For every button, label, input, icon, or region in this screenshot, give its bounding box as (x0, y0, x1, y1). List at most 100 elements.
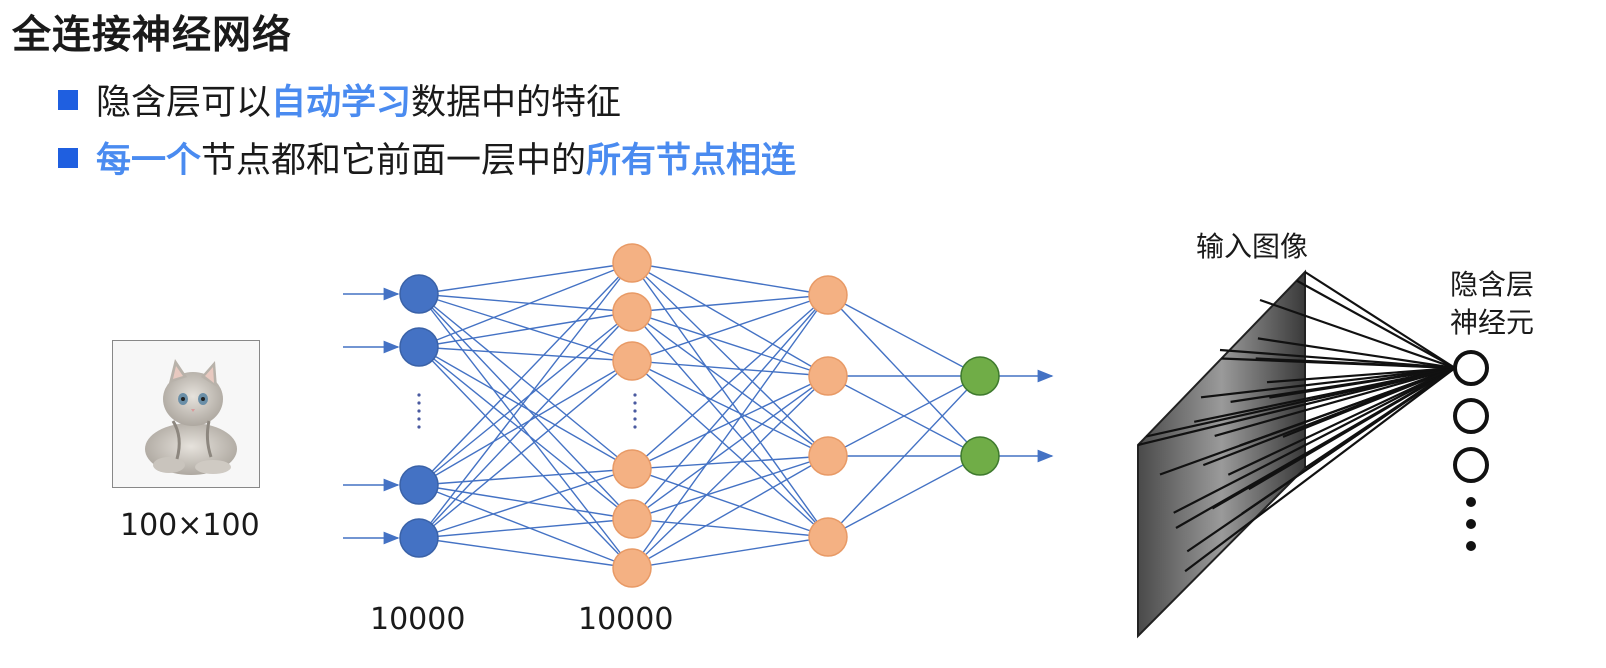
connection-edge (418, 346, 633, 569)
connection-edge (631, 294, 829, 313)
connection-edge (631, 311, 829, 457)
output-node (960, 436, 1000, 476)
bullet-point-2: 每一个节点都和它前面一层中的所有节点相连 (58, 132, 796, 183)
connection-edge (418, 293, 633, 470)
vertical-ellipsis-dot (633, 401, 637, 405)
image-pixel-edge (1257, 337, 1456, 370)
connection-edge (418, 262, 633, 539)
bullet-point-1: 隐含层可以自动学习数据中的特征 (58, 74, 621, 125)
vertical-ellipsis-dot (633, 417, 637, 421)
connection-edge (418, 346, 633, 520)
image-pixel-edge (1266, 366, 1456, 384)
network-nodes (399, 243, 1000, 588)
hidden1-node (612, 548, 652, 588)
image-pixel-edge (1259, 298, 1456, 370)
input-node (399, 327, 439, 367)
connection-edge (827, 375, 981, 457)
hidden1-node (612, 499, 652, 539)
ellipsis-dot (1466, 519, 1476, 529)
image-pixel-edge (1137, 366, 1456, 447)
image-pixel-edge (1193, 366, 1456, 423)
network-edges (418, 262, 981, 569)
bullet-square-icon (58, 89, 78, 110)
connection-edge (631, 536, 829, 569)
image-pixel-edge (1227, 367, 1456, 476)
kitten-image (112, 340, 260, 488)
connection-edge (418, 360, 633, 539)
image-to-neuron-edges (1137, 271, 1456, 573)
vertical-ellipsis-dot (417, 425, 421, 429)
input-node (399, 274, 439, 314)
input-layer-count: 10000 (370, 602, 466, 637)
connection-edge (631, 294, 829, 520)
bullet-text-1-part-3: 数据中的特征 (411, 83, 622, 123)
hidden-neuron-2 (1453, 398, 1489, 434)
image-pixel-edge (1269, 366, 1456, 399)
connection-edge (631, 375, 829, 520)
connection-edge (827, 455, 981, 538)
connection-edge (631, 262, 829, 377)
image-pixel-edge (1248, 367, 1456, 491)
connection-edge (418, 484, 633, 520)
bullet-text-2-part-1: 每一个 (96, 141, 202, 181)
bullet-square-icon (58, 147, 78, 168)
vertical-ellipsis-dot (633, 393, 637, 397)
kitten-photo-icon (113, 341, 259, 487)
connection-edge (418, 484, 633, 569)
output-node (960, 356, 1000, 396)
connection-edge (631, 262, 829, 296)
input-arrows (343, 287, 400, 545)
input-node (399, 465, 439, 505)
connection-edge (418, 360, 633, 486)
image-pixel-edge (1214, 366, 1456, 437)
vertical-ellipsis-dot (633, 409, 637, 413)
hidden2-node (808, 356, 848, 396)
vertical-ellipsis-dot (417, 393, 421, 397)
connection-edge (418, 468, 633, 539)
input-image-plane (1137, 269, 1306, 639)
connection-edge (827, 375, 981, 538)
image-pixel-edge (1173, 367, 1456, 514)
connection-edge (418, 311, 633, 539)
connection-edge (418, 293, 633, 520)
vertical-ellipsis-dot (633, 425, 637, 429)
image-pixel-edge (1296, 279, 1456, 369)
connection-edge (631, 455, 829, 569)
connection-edge (631, 455, 829, 470)
connection-edge (418, 346, 633, 362)
image-pixel-edge (1282, 366, 1456, 438)
connection-edge (418, 311, 633, 348)
image-pixel-edge (1184, 367, 1456, 573)
hidden-neuron-label-line-2: 神经元 (1450, 306, 1535, 339)
hidden2-node (808, 275, 848, 315)
image-pixel-edge (1304, 367, 1456, 469)
connection-edge (418, 537, 633, 569)
hidden-neuron-1 (1453, 350, 1489, 386)
image-pixel-edge (1219, 348, 1456, 370)
output-arrows (999, 369, 1054, 463)
image-pixel-edge (1239, 366, 1456, 447)
hidden-neuron-3 (1453, 447, 1489, 483)
vertical-ellipsis-dot (417, 401, 421, 405)
connection-edge (631, 262, 829, 457)
connection-edge (418, 468, 633, 486)
hidden1-node (612, 292, 652, 332)
hidden1-node (612, 341, 652, 381)
connection-edge (418, 346, 633, 470)
connection-edge (418, 518, 633, 539)
image-pixel-edge (1304, 271, 1456, 369)
hidden1-node (612, 243, 652, 283)
image-pixel-edge (1200, 366, 1456, 399)
connection-edge (631, 375, 829, 470)
connection-edge (631, 375, 829, 569)
connection-edge (631, 360, 829, 377)
connection-edge (631, 455, 829, 520)
vertical-ellipsis-dot (417, 409, 421, 413)
hidden2-node (808, 517, 848, 557)
connection-edge (418, 262, 633, 295)
bullet-text-1-part-2: 自动学习 (271, 83, 412, 123)
bullet-text-1-part-1: 隐含层可以 (96, 83, 272, 123)
vertical-ellipsis-dot (417, 417, 421, 421)
hidden-neuron-label-line-1: 隐含层 (1450, 268, 1535, 301)
